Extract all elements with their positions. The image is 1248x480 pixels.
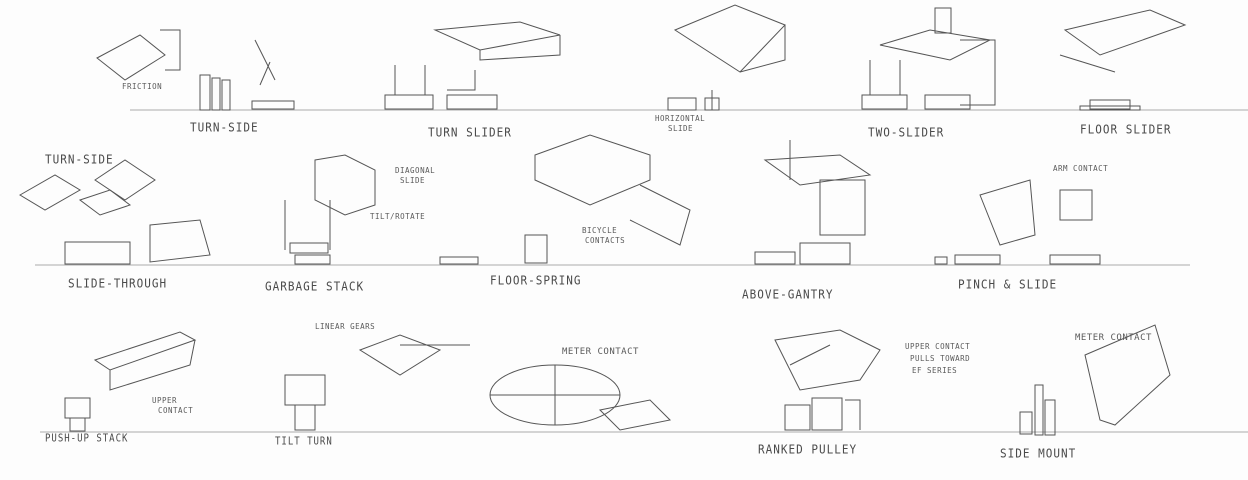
- label-turn-side: TURN-SIDE: [190, 120, 259, 135]
- label-push-up-stack: PUSH-UP STACK: [45, 433, 129, 445]
- sketch-turn-side-2: [19, 159, 211, 265]
- note-upper: UPPER: [152, 396, 178, 405]
- label-two-slider: TWO-SLIDER: [868, 125, 945, 140]
- label-turn-slider: TURN SLIDER: [428, 125, 512, 140]
- sketch-floor-slider: [1059, 9, 1187, 111]
- sketch-two-slider: [861, 7, 996, 110]
- sketch-push-up-stack: [64, 331, 197, 432]
- note-upper-contact: UPPER CONTACT: [905, 342, 971, 351]
- note-ef-series: EF SERIES: [912, 366, 958, 375]
- sketch-garbage-stack: [284, 154, 376, 265]
- note-meter-contact: METER CONTACT: [562, 347, 639, 357]
- sketch-horizontal-slide: [667, 4, 786, 111]
- label-garbage-stack: GARBAGE STACK: [265, 279, 365, 294]
- sketch-pinch-slide: [934, 179, 1101, 265]
- label-ranked-pulley: RANKED PULLEY: [758, 442, 858, 457]
- note-pulls-toward: PULLS TOWARD: [910, 354, 971, 363]
- sketch-above-gantry: [754, 140, 872, 265]
- label-horizontal: HORIZONTAL: [655, 114, 706, 123]
- note-arm-contact: ARM CONTACT: [1053, 164, 1109, 173]
- label-turn-side-2: TURN-SIDE: [45, 152, 114, 167]
- label-pinch-slide: PINCH & SLIDE: [958, 277, 1058, 292]
- note-tilt-rotate: TILT/ROTATE: [370, 212, 426, 221]
- label-tilt-turn: TILT TURN: [275, 436, 333, 448]
- note-slide: SLIDE: [400, 176, 426, 185]
- sketch-side-mount: [1019, 324, 1171, 436]
- label-above-gantry: ABOVE-GANTRY: [742, 287, 834, 302]
- sketch-turn-side: [96, 29, 295, 111]
- label-slide-through: SLIDE-THROUGH: [68, 276, 168, 291]
- note-meter-contact-2: METER CONTACT: [1075, 333, 1152, 343]
- note-friction: FRICTION: [122, 82, 163, 91]
- note-bicycle: BICYCLE: [582, 226, 618, 235]
- note-contacts: CONTACTS: [585, 236, 626, 245]
- label-side-mount: SIDE MOUNT: [1000, 446, 1077, 461]
- label-floor-spring: FLOOR-SPRING: [490, 273, 582, 288]
- label-slide: SLIDE: [668, 124, 694, 133]
- note-contact: CONTACT: [158, 406, 194, 415]
- sketch-floor-spring: [439, 134, 691, 265]
- note-linear-gears: LINEAR GEARS: [315, 322, 376, 331]
- sketch-tilt-turn: [284, 334, 470, 431]
- sketch-ranked-pulley: [774, 329, 881, 431]
- label-floor-slider: FLOOR SLIDER: [1080, 122, 1172, 137]
- note-diagonal: DIAGONAL: [395, 166, 436, 175]
- sketch-turn-slider: [384, 21, 561, 110]
- sketch-meter-contact-wheel: [489, 364, 672, 431]
